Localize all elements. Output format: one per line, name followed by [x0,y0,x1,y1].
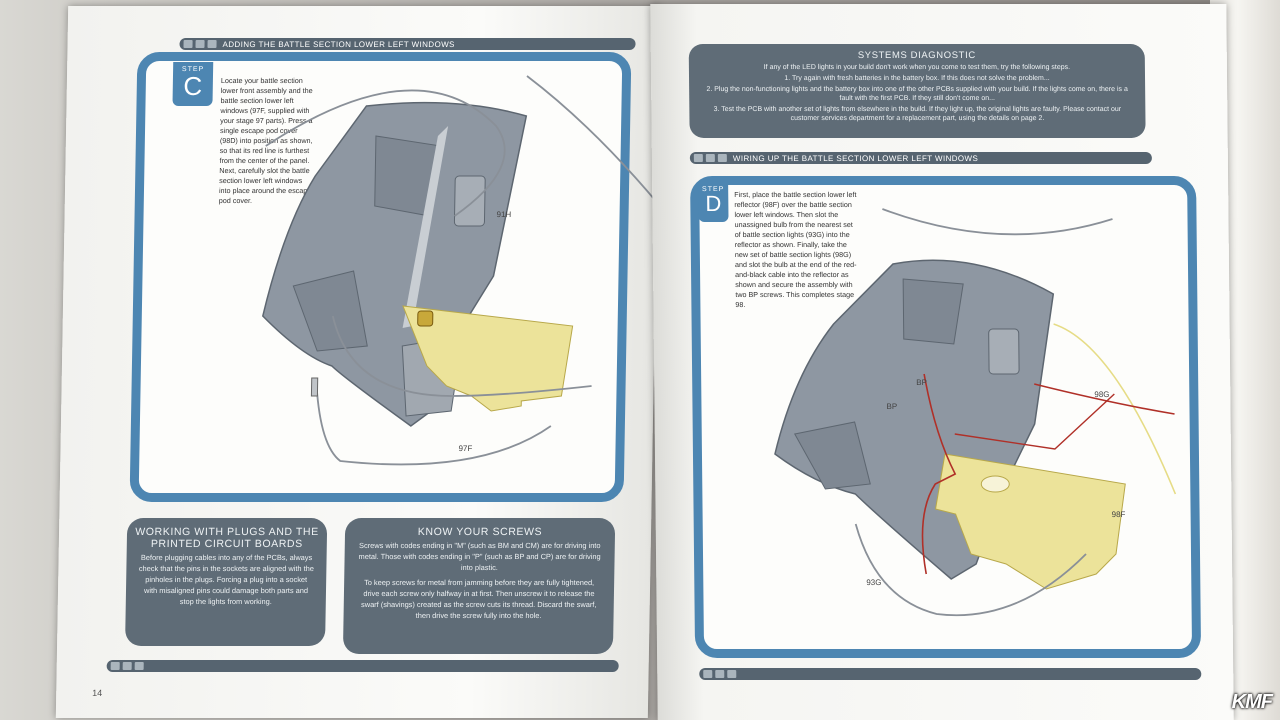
diagnostic-step-1: 1. Try again with fresh batteries in the… [689,73,1145,84]
screws-box-paragraph-2: To keep screws for metal from jamming be… [343,575,614,623]
step-d-tab: STEP D [698,182,728,222]
plugs-box-text: Before plugging cables into any of the P… [126,550,327,609]
part-label-98f: 98F [1112,510,1126,519]
section-title-right: WIRING UP THE BATTLE SECTION LOWER LEFT … [733,154,978,163]
diagnostic-step-2: 2. Plug the non-functioning lights and t… [689,84,1145,104]
section-title-left: ADDING THE BATTLE SECTION LOWER LEFT WIN… [222,40,454,49]
diagnostic-step-3: 3. Test the PCB with another set of ligh… [689,104,1145,124]
plugs-box-title: WORKING WITH PLUGS AND THE PRINTED CIRCU… [127,526,327,550]
part-label-97f: 97F [458,444,472,453]
step-d-illustration [752,194,1197,634]
part-label-bp-1: BP [916,378,927,387]
page-number: 14 [92,688,102,698]
diagnostic-intro: If any of the LED lights in your build d… [689,62,1145,73]
step-d-letter: D [698,193,728,215]
systems-diagnostic-box: SYSTEMS DIAGNOSTIC If any of the LED lig… [689,44,1146,138]
part-label-98g: 98G [1094,390,1109,399]
step-c-illustration [220,66,627,486]
part-label-bp-2: BP [886,402,897,411]
screws-box-paragraph-1: Screws with codes ending in "M" (such as… [344,538,615,575]
step-c-letter: C [173,73,213,99]
section-title-bar-left: ADDING THE BATTLE SECTION LOWER LEFT WIN… [179,38,635,50]
part-label-91h: 91H [496,210,511,219]
diagnostic-title: SYSTEMS DIAGNOSTIC [689,50,1145,62]
plugs-info-box: WORKING WITH PLUGS AND THE PRINTED CIRCU… [125,518,327,646]
footer-bar-left [107,660,619,672]
watermark-logo: KMF [1232,691,1272,714]
footer-bar-right [699,668,1201,680]
left-page: ADDING THE BATTLE SECTION LOWER LEFT WIN… [56,6,660,718]
step-c-tab: STEP C [172,62,213,106]
screws-info-box: KNOW YOUR SCREWS Screws with codes endin… [343,518,615,654]
part-label-93g: 93G [866,578,881,587]
right-page: SYSTEMS DIAGNOSTIC If any of the LED lig… [650,4,1233,720]
screws-box-title: KNOW YOUR SCREWS [345,526,615,538]
section-title-bar-right: WIRING UP THE BATTLE SECTION LOWER LEFT … [690,152,1152,164]
